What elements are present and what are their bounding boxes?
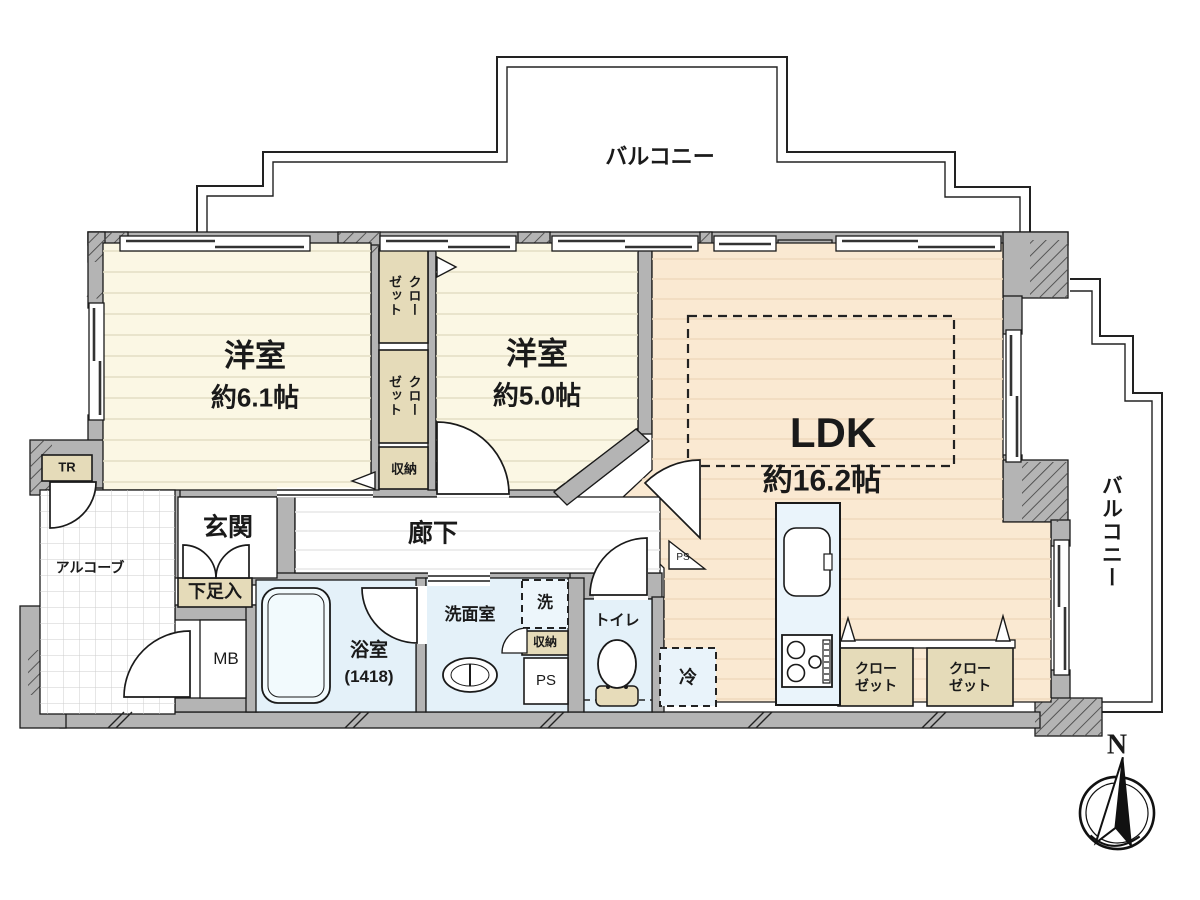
closet-bottom-1 [837, 647, 914, 707]
window-right-upper [1005, 329, 1022, 463]
bathroom-door [361, 587, 418, 644]
storage-boxes [41, 248, 1016, 707]
ldk-floor [606, 242, 1052, 703]
pipe-space-box [523, 657, 569, 705]
window-top-1 [119, 235, 311, 252]
washroom-storage-door [501, 627, 528, 654]
bedroom1-floor [102, 242, 372, 491]
diagonal-wall [553, 428, 651, 506]
washroom-storage-box [521, 630, 569, 656]
sliding-doors [277, 489, 490, 582]
bathtub [261, 587, 331, 704]
kitchen-sink [783, 527, 833, 597]
hallway-floor [294, 496, 661, 574]
storage-cell [378, 446, 429, 490]
toilet-bowl [595, 639, 639, 707]
shoe-cabinet-box [177, 577, 253, 608]
washbasin [442, 657, 498, 693]
window-top-3 [551, 235, 699, 252]
compass-icon [1078, 757, 1156, 851]
bedroom2-floor [435, 242, 639, 491]
storage-door-marker [349, 470, 376, 490]
closet-door-marker [436, 255, 458, 279]
trunk-room-door [49, 481, 97, 529]
meter-box-floor [199, 619, 247, 699]
pipe-space-corner-shape [668, 539, 708, 570]
kitchen-counter [775, 502, 841, 706]
entrance-door-right [215, 544, 250, 579]
balcony-top-outline [196, 56, 1031, 232]
closet1-door-marker [840, 615, 856, 642]
window-top-4 [713, 235, 777, 252]
windows [88, 235, 1070, 676]
ldk-door [643, 459, 701, 541]
closet-bottom-2 [926, 647, 1014, 707]
bedroom2-door [436, 421, 510, 495]
ldk-dashed-zone [686, 314, 956, 468]
closet-door-track [837, 639, 1016, 649]
meter-box-door [123, 630, 191, 698]
refrigerator-space [659, 647, 717, 707]
window-left [88, 302, 105, 421]
closet-cell-2 [378, 349, 429, 444]
door-arcs [49, 421, 701, 698]
stove [781, 634, 833, 688]
fixtures [261, 502, 841, 707]
window-right-lower [1053, 539, 1070, 676]
window-top-5 [835, 235, 1002, 252]
wall-tick-marks [107, 711, 947, 729]
door-triangles [349, 255, 1011, 642]
trunk-room-box [41, 454, 93, 482]
closet-cell-1 [378, 248, 429, 344]
toilet-door [589, 537, 648, 596]
washer-space [521, 579, 569, 629]
balcony-right-outline [1042, 278, 1163, 713]
dashed-items [521, 314, 956, 707]
window-top-2 [379, 235, 517, 252]
closet2-door-marker [995, 613, 1011, 642]
